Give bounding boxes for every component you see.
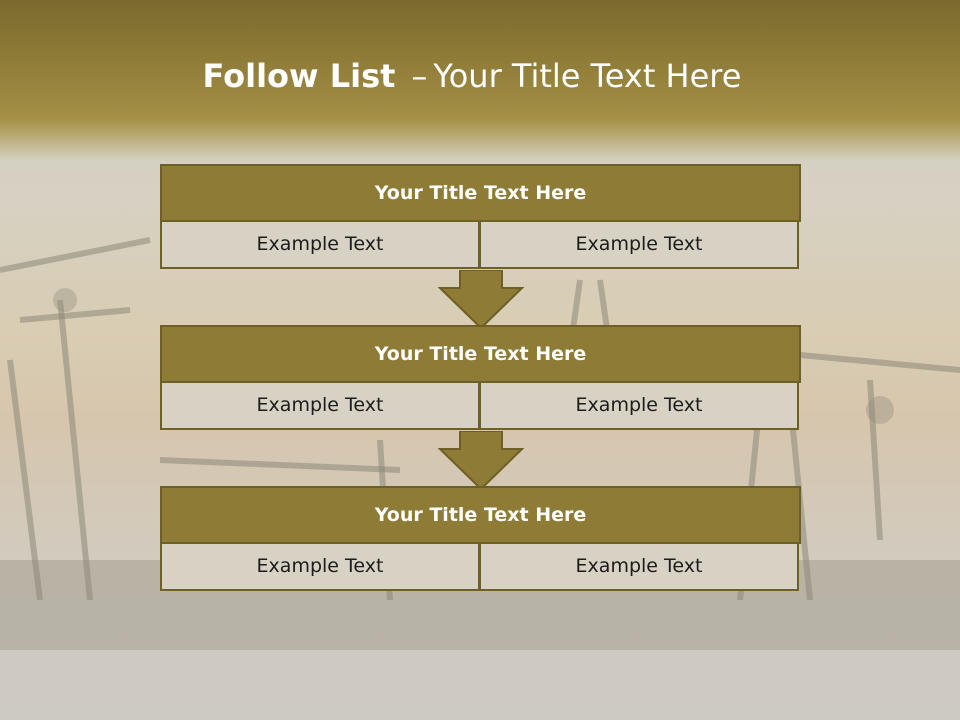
down-arrow-icon [438, 270, 524, 330]
block-right-cell: Example Text [479, 222, 799, 269]
page-title-separator: – [411, 57, 428, 95]
block-left-cell: Example Text [160, 383, 480, 430]
page-title-strong: Follow List [202, 57, 396, 95]
block-title: Your Title Text Here [160, 325, 801, 383]
page-title-rest: Your Title Text Here [433, 57, 742, 95]
header-band [0, 0, 960, 160]
block-title: Your Title Text Here [160, 486, 801, 544]
down-arrow-icon [438, 431, 524, 491]
block-right-cell: Example Text [479, 383, 799, 430]
block-right-cell: Example Text [479, 544, 799, 591]
block-left-cell: Example Text [160, 544, 480, 591]
block-left-cell: Example Text [160, 222, 480, 269]
page-title: Follow List–Your Title Text Here [0, 56, 944, 96]
block-title: Your Title Text Here [160, 164, 801, 222]
